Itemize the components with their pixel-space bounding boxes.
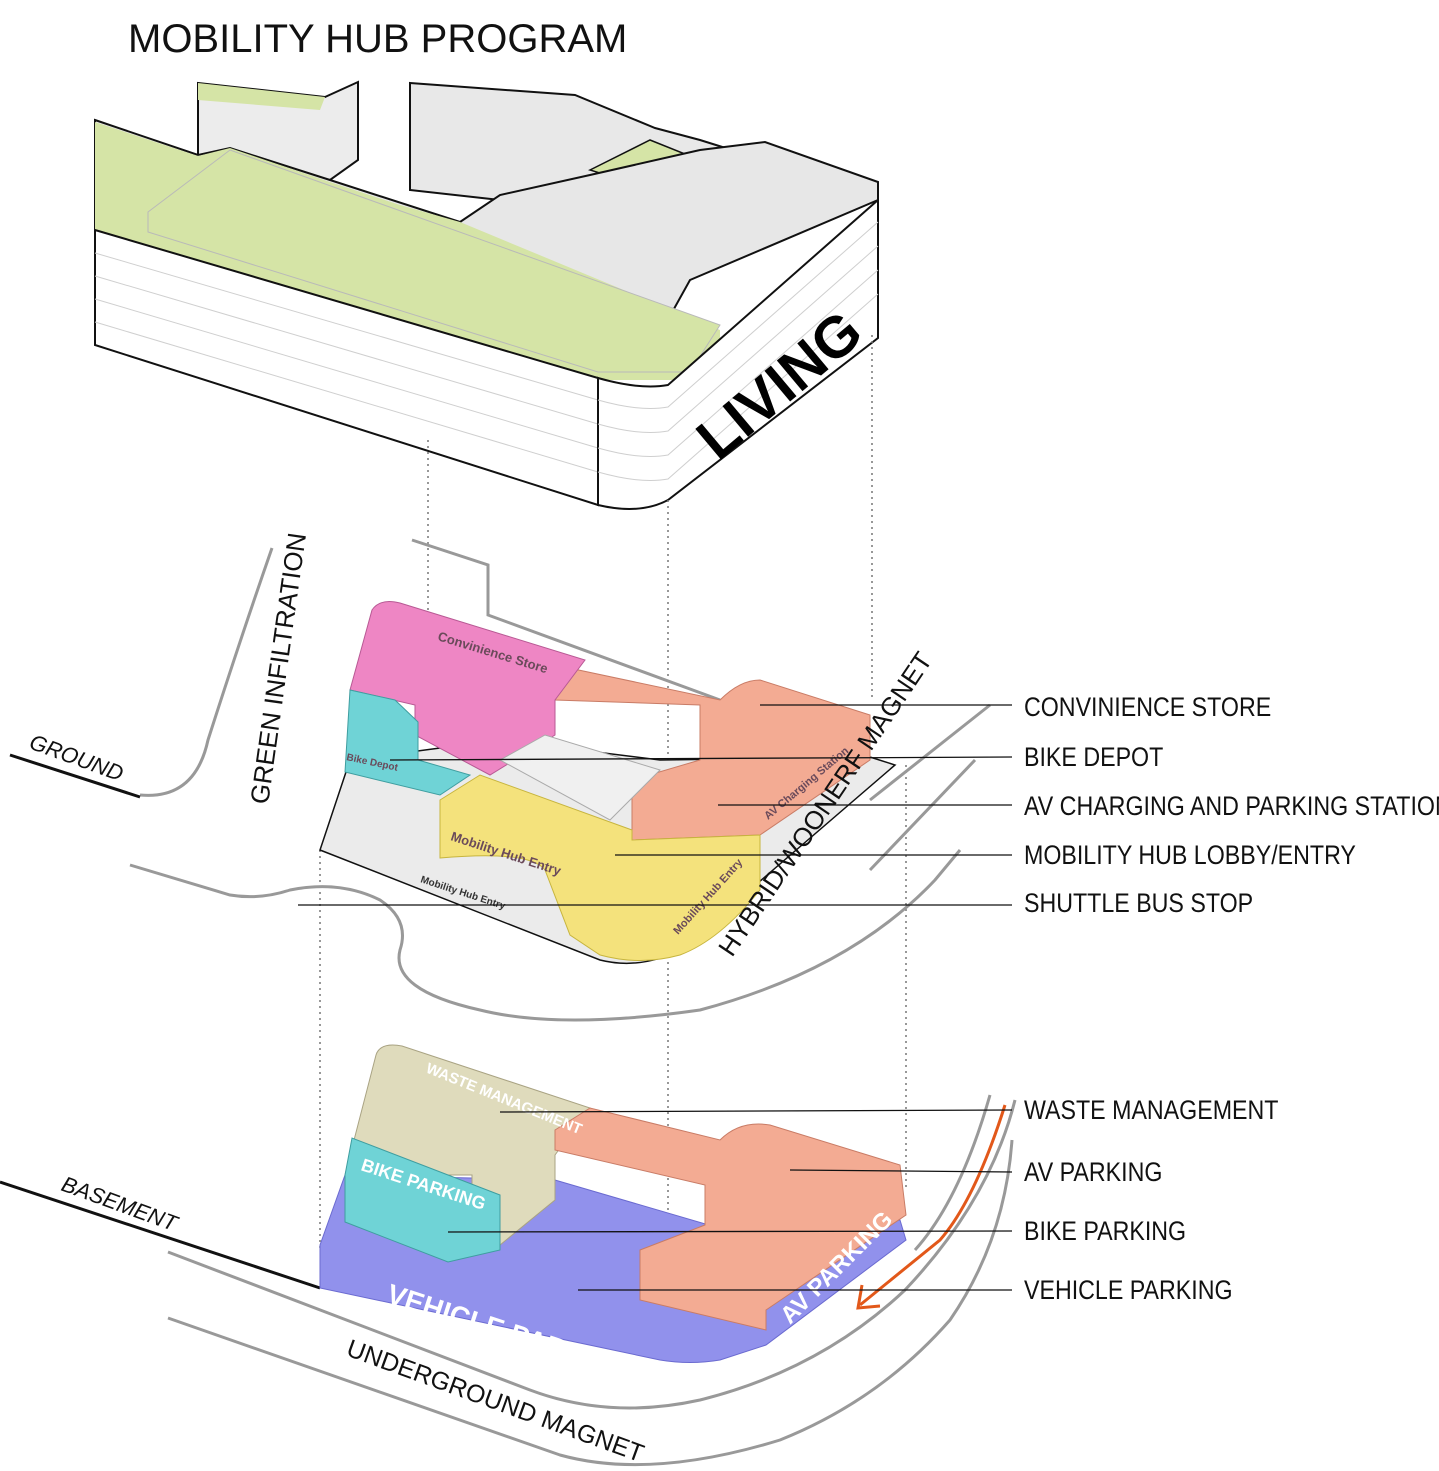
- legend-convenience-store: CONVINIENCE STORE: [1024, 692, 1271, 722]
- basement-level: WASTE MANAGEMENT BIKE PARKING VEHICLE PA…: [0, 1044, 1017, 1468]
- facade-floor-lines: [94, 252, 599, 473]
- facade-right: [597, 197, 879, 510]
- diagram-title: MOBILITY HUB PROGRAM: [128, 17, 627, 61]
- facade-right-floor-lines: [597, 221, 879, 481]
- basement-legend: WASTE MANAGEMENT AV PARKING BIKE PARKING…: [1024, 1095, 1278, 1305]
- legend-mobility-hub-lobby: MOBILITY HUB LOBBY/ENTRY: [1024, 840, 1356, 870]
- ground-line: [9, 753, 141, 799]
- ground-leaders: [298, 704, 1013, 906]
- green-infiltration-label: GREEN INFILTRATION: [244, 531, 312, 806]
- legend-av-charging: AV CHARGING AND PARKING STATION: [1024, 791, 1439, 821]
- legend-waste-management: WASTE MANAGEMENT: [1024, 1095, 1278, 1125]
- legend-shuttle-bus-stop: SHUTTLE BUS STOP: [1024, 888, 1253, 918]
- legend-vehicle-parking: VEHICLE PARKING: [1024, 1275, 1233, 1305]
- basement-label: BASEMENT: [58, 1171, 182, 1236]
- legend-bike-depot: BIKE DEPOT: [1024, 742, 1163, 772]
- zone-courtyard: [498, 734, 661, 821]
- legend-bike-parking: BIKE PARKING: [1024, 1216, 1186, 1246]
- living-building: LIVING: [94, 80, 879, 510]
- zone-bike-parking: [344, 1137, 501, 1263]
- zone-av-parking: [554, 1107, 907, 1331]
- zone-convenience: [349, 601, 586, 776]
- zone-bike-depot: [344, 689, 472, 796]
- basement-line: [0, 1180, 321, 1290]
- zone-lobby: [439, 774, 761, 961]
- traffic-arrow: [856, 1104, 1007, 1310]
- basement-leaders: [447, 1109, 1013, 1291]
- ground-legend: CONVINIENCE STORE BIKE DEPOT AV CHARGING…: [1024, 692, 1439, 918]
- legend-av-parking: AV PARKING: [1024, 1157, 1162, 1187]
- ground-level: Convinience Store Bike Depot Mobility Hu…: [9, 531, 1013, 1022]
